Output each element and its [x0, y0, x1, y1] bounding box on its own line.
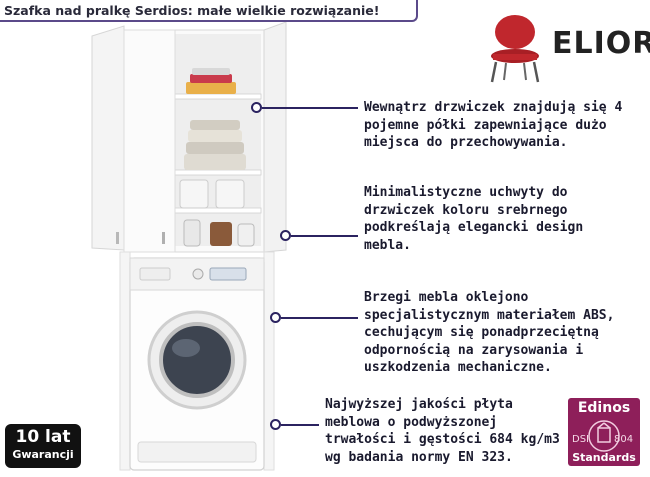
connector-dot-1 — [251, 102, 262, 113]
certificate-name: Edinos — [577, 400, 631, 416]
feature-edges: Brzegi mebla oklejono specjalistycznym m… — [364, 289, 614, 377]
feature-line: uszkodzenia mechaniczne. — [364, 360, 552, 375]
feature-line: trwałości i gęstości 684 kg/m3 — [325, 432, 560, 447]
feature-line: Wewnątrz drzwiczek znajdują się 4 — [364, 100, 623, 115]
feature-line: pojemne półki zapewniające dużo — [364, 117, 607, 133]
connector-dot-3 — [270, 312, 281, 323]
brand-logo — [484, 8, 634, 88]
feature-line: wg badania normy EN 323. — [325, 449, 513, 465]
certificate-badge: Edinos DSI 804 Standards — [568, 398, 640, 466]
feature-line: podkreślają elegancki design — [364, 220, 584, 235]
warranty-years: 10 lat — [15, 427, 71, 447]
feature-line: Minimalistyczne uchwyty do — [364, 185, 568, 200]
feature-board: Najwyższej jakości płyta meblowa o podwy… — [325, 396, 560, 466]
connector-line-4 — [281, 424, 319, 426]
feature-line: mebla. — [364, 237, 411, 253]
feature-handles: Minimalistyczne uchwyty do drzwiczek kol… — [364, 184, 583, 254]
connector-line-3 — [281, 317, 358, 319]
feature-line: specjalistycznym materiałem ABS, — [364, 307, 615, 323]
feature-line: Brzegi mebla oklejono — [364, 290, 529, 305]
certificate-number: 804 — [614, 434, 634, 445]
feature-shelves: Wewnątrz drzwiczek znajdują się 4 pojemn… — [364, 99, 622, 152]
connector-line-2 — [291, 235, 358, 237]
title-bar: Szafka nad pralkę Serdios: małe wielkie … — [0, 0, 418, 22]
certificate-emblem-icon — [588, 420, 620, 452]
certificate-label: Standards — [572, 451, 636, 464]
warranty-badge: 10 lat Gwarancji — [5, 424, 81, 468]
feature-line: Najwyższej jakości płyta — [325, 397, 513, 412]
chair-icon — [490, 15, 540, 83]
feature-line: cechującym się ponadprzeciętną — [364, 325, 599, 340]
certificate-code: DSI — [572, 434, 589, 445]
connector-line-1 — [262, 107, 358, 109]
warranty-label: Gwarancji — [12, 448, 74, 461]
page-title: Szafka nad pralkę Serdios: małe wielkie … — [4, 3, 380, 18]
feature-line: miejsca do przechowywania. — [364, 135, 568, 150]
feature-line: meblowa o podwyższonej — [325, 414, 498, 430]
brand-name: ELIOR — [552, 26, 650, 61]
feature-line: drzwiczek koloru srebrnego — [364, 202, 568, 218]
connector-dot-2 — [280, 230, 291, 241]
feature-line: odpornością na zarysowania i — [364, 342, 584, 358]
cabinet-illustration — [91, 22, 287, 471]
connector-dot-4 — [270, 419, 281, 430]
